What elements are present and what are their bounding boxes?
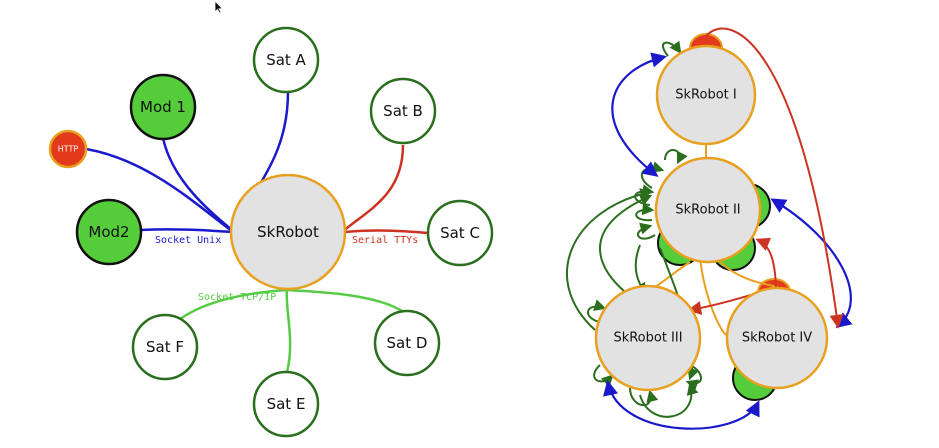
robot1-label: SkRobot I bbox=[675, 88, 736, 103]
edge-sat-e bbox=[285, 289, 292, 373]
sat-a-label: Sat A bbox=[266, 51, 306, 69]
sat-e-node: Sat E bbox=[252, 370, 320, 438]
sat-b-label: Sat B bbox=[383, 102, 423, 120]
sat-c-label: Sat C bbox=[440, 224, 480, 242]
left-diagram: Socket Unix Serial TTYs Socket TCP/IP Sk… bbox=[48, 26, 494, 438]
edge-http bbox=[85, 147, 233, 233]
http-node: HTTP bbox=[48, 129, 88, 169]
mouse-cursor-icon bbox=[214, 0, 224, 14]
sat-b-node: Sat B bbox=[369, 77, 437, 145]
sat-a-node: Sat A bbox=[252, 26, 320, 94]
http-label: HTTP bbox=[58, 145, 79, 154]
edge-sat-b bbox=[341, 144, 405, 233]
sat-f-node: Sat F bbox=[131, 313, 199, 381]
mod2-node: Mod2 bbox=[75, 198, 143, 266]
socket-tcpip-label: Socket TCP/IP bbox=[198, 292, 276, 303]
mod1-label: Mod 1 bbox=[140, 98, 186, 116]
blue-links bbox=[603, 52, 853, 430]
edge-sat-c bbox=[344, 229, 429, 235]
sat-f-label: Sat F bbox=[146, 338, 184, 356]
right-diagram: SkRobot I SkRobot II SkRobot III SkRobot… bbox=[566, 27, 853, 430]
mod1-node: Mod 1 bbox=[129, 73, 197, 141]
edge-mod2 bbox=[139, 228, 233, 234]
sat-d-node: Sat D bbox=[373, 309, 441, 377]
mod2-label: Mod2 bbox=[88, 223, 129, 241]
robot1-node: SkRobot I bbox=[655, 44, 757, 146]
sat-d-label: Sat D bbox=[387, 334, 428, 352]
sat-c-node: Sat C bbox=[426, 199, 494, 267]
edge-sat-d bbox=[286, 288, 406, 315]
skrobot-node: SkRobot bbox=[229, 173, 347, 291]
robot2-node: SkRobot II bbox=[654, 156, 762, 264]
robot3-label: SkRobot III bbox=[613, 331, 682, 346]
sat-e-label: Sat E bbox=[267, 395, 306, 413]
edge-sat-f bbox=[174, 288, 288, 324]
serial-ttys-label: Serial TTYs bbox=[352, 235, 418, 246]
robot4-node: SkRobot IV bbox=[725, 286, 829, 390]
robot3-node: SkRobot III bbox=[594, 284, 702, 392]
robot4-label: SkRobot IV bbox=[742, 331, 812, 346]
skrobot-label: SkRobot bbox=[257, 223, 319, 241]
robot2-label: SkRobot II bbox=[675, 203, 740, 218]
edge-mod1 bbox=[161, 137, 233, 231]
socket-unix-label: Socket Unix bbox=[155, 235, 221, 246]
